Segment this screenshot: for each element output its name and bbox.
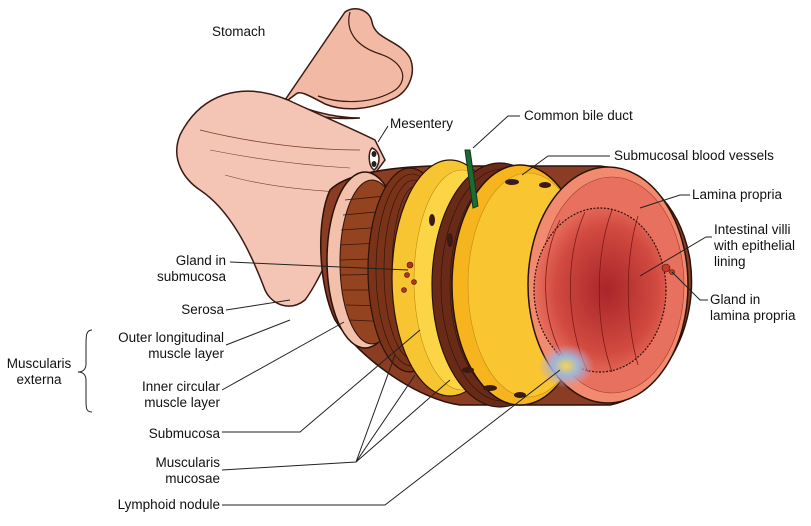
- label-muscularis-externa: Muscularis externa: [2, 356, 76, 388]
- intestine-tube: [321, 160, 692, 407]
- label-gland-lamina-line2: lamina propria: [710, 308, 796, 324]
- label-outer-longitudinal-line1: Outer longitudinal: [80, 330, 224, 346]
- label-serosa: Serosa: [130, 302, 224, 318]
- label-outer-longitudinal: Outer longitudinal muscle layer: [80, 330, 224, 362]
- label-inner-circular-line1: Inner circular: [80, 379, 220, 395]
- label-intestinal-villi-line1: Intestinal villi: [714, 222, 795, 238]
- label-lymphoid-nodule: Lymphoid nodule: [60, 497, 220, 513]
- label-inner-circular: Inner circular muscle layer: [80, 379, 220, 411]
- label-mesentery: Mesentery: [390, 116, 453, 132]
- label-muscularis-mucosae: Muscularis mucosae: [100, 455, 220, 487]
- label-muscularis-externa-line1: Muscularis: [2, 356, 76, 372]
- label-muscularis-externa-line2: externa: [2, 372, 76, 388]
- label-common-bile-duct: Common bile duct: [524, 108, 633, 124]
- label-gland-submucosa-line1: Gland in: [130, 253, 226, 269]
- label-stomach: Stomach: [212, 24, 265, 40]
- label-intestinal-villi: Intestinal villi with epithelial lining: [714, 222, 795, 270]
- label-intestinal-villi-line3: lining: [714, 254, 795, 270]
- label-gland-in-submucosa: Gland in submucosa: [130, 253, 226, 285]
- stomach-shape: [285, 9, 412, 119]
- label-muscularis-mucosae-line2: mucosae: [100, 471, 220, 487]
- label-inner-circular-line2: muscle layer: [80, 395, 220, 411]
- label-submucosa: Submucosa: [100, 426, 220, 442]
- label-submucosal-blood-vessels: Submucosal blood vessels: [614, 148, 774, 164]
- label-gland-in-lamina-propria: Gland in lamina propria: [710, 292, 796, 324]
- label-intestinal-villi-line2: with epithelial: [714, 238, 795, 254]
- label-gland-lamina-line1: Gland in: [710, 292, 796, 308]
- label-gland-submucosa-line2: submucosa: [130, 269, 226, 285]
- label-lamina-propria: Lamina propria: [692, 187, 782, 203]
- label-outer-longitudinal-line2: muscle layer: [80, 346, 224, 362]
- label-muscularis-mucosae-line1: Muscularis: [100, 455, 220, 471]
